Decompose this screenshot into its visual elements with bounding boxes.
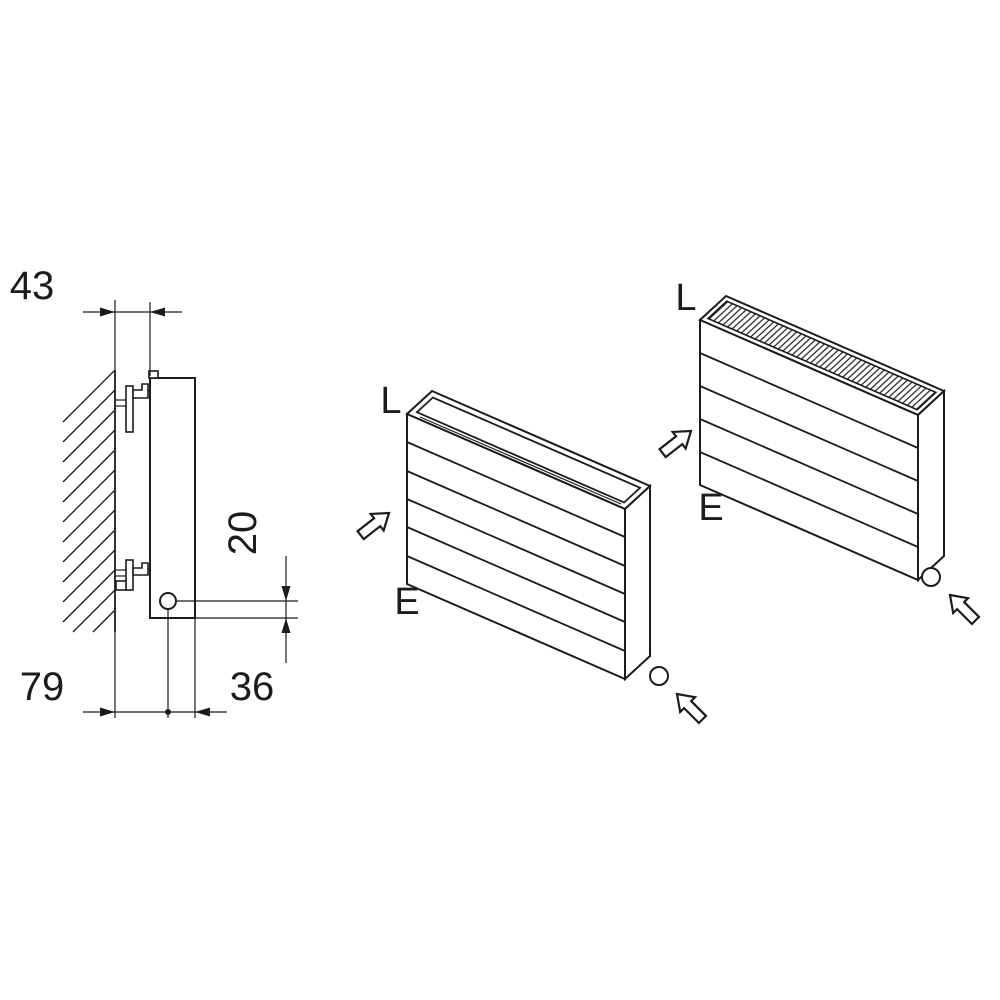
dim-arrow-up-icon [281, 618, 291, 633]
radiator-top-tab [148, 370, 159, 379]
top-opening [415, 396, 642, 505]
side-view: 43 20 79 36 [10, 264, 298, 718]
connection-label-E: E [698, 487, 723, 529]
dimension-43: 43 [10, 264, 182, 376]
connection-label-L: L [675, 277, 696, 319]
front-slats [699, 352, 919, 548]
dimension-20: 20 [177, 511, 298, 663]
end-face [624, 483, 651, 682]
radiator-open-top: L E [356, 380, 708, 725]
flow-arrow-icon [675, 692, 708, 725]
wall-hatching [62, 369, 116, 633]
dim-arrow-left-icon [195, 707, 210, 717]
dim-arrow-right-icon [100, 307, 115, 317]
front-slats [406, 441, 626, 652]
valve-connection [649, 666, 669, 686]
top-grille [706, 300, 938, 411]
dim-arrow-left-icon [150, 307, 165, 317]
flow-arrow-icon [948, 593, 981, 626]
dimension-79-36: 79 36 [20, 609, 275, 718]
dim-label-valve-to-front: 36 [230, 665, 275, 709]
radiator-side-profile [149, 377, 196, 619]
flow-arrow-icon [658, 429, 693, 459]
wall-bracket-top [115, 383, 150, 433]
valve-connection-side [159, 592, 177, 610]
connection-label-L: L [380, 380, 401, 422]
dim-arrow-right-icon [100, 707, 115, 717]
flow-arrow-icon [356, 511, 391, 541]
radiator-grille-top: L E [658, 277, 981, 626]
dim-arrow-down-icon [281, 586, 291, 601]
dim-label-valve-drop: 20 [221, 511, 265, 556]
dim-label-wall-to-valve: 79 [20, 665, 65, 709]
end-face [917, 388, 945, 583]
connection-label-E: E [394, 581, 419, 623]
dim-label-wall-gap: 43 [10, 264, 55, 308]
valve-connection [921, 567, 941, 587]
dim-point-marker [165, 709, 171, 715]
wall-bracket-bottom [115, 559, 150, 591]
